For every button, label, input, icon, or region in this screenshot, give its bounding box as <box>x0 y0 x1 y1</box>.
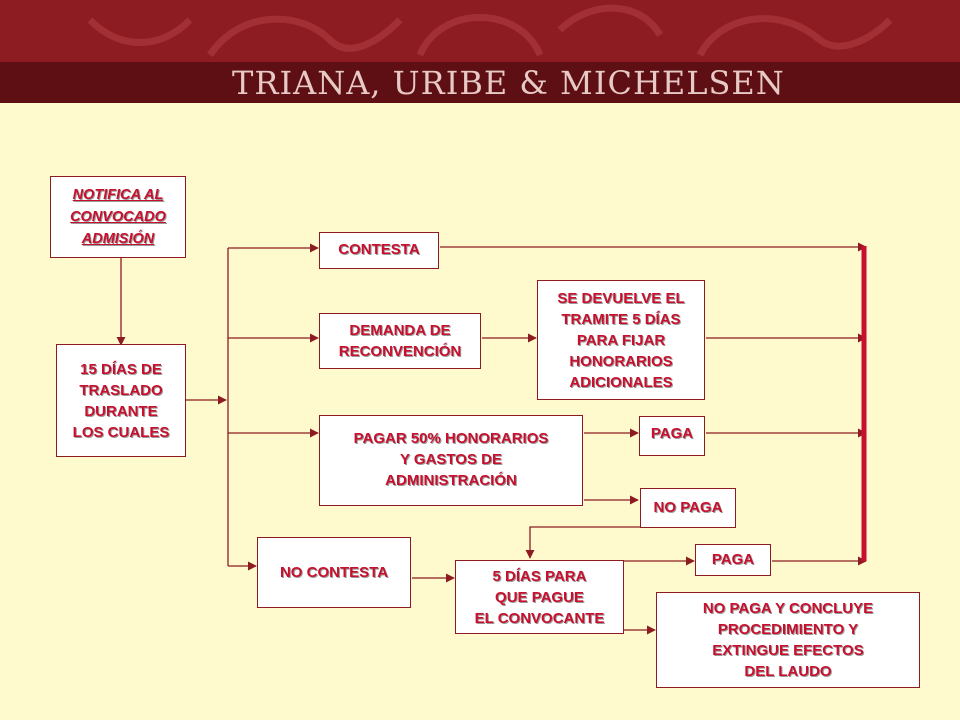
node-nocontesta-label: NO CONTESTA <box>279 564 389 581</box>
node-nocontesta: NO CONTESTA <box>257 537 411 608</box>
node-cinco-dias: 5 DÍAS PARA QUE PAGUE EL CONVOCANTE <box>455 560 624 634</box>
node-devuelve: SE DEVUELVE EL TRAMITE 5 DÍAS PARA FIJAR… <box>537 280 705 400</box>
node-pagar: PAGAR 50% HONORARIOS Y GASTOS DE ADMINIS… <box>319 415 583 506</box>
node-nopaga-label: NO PAGA <box>653 499 723 516</box>
node-demanda: DEMANDA DE RECONVENCIÓN <box>319 313 481 369</box>
node-paga-1-label: PAGA <box>650 425 694 442</box>
node-concluye-label: NO PAGA Y CONCLUYE PROCEDIMIENTO Y EXTIN… <box>702 600 874 680</box>
node-notifica: NOTIFICA AL CONVOCADO ADMISIÓN <box>50 176 186 258</box>
node-traslado-label: 15 DÍAS DE TRASLADO DURANTE LOS CUALES <box>72 360 170 441</box>
arrow-nopaga-cinco <box>525 526 640 559</box>
node-pagar-label: PAGAR 50% HONORARIOS Y GASTOS DE ADMINIS… <box>353 430 549 489</box>
node-paga-2: PAGA <box>695 544 771 576</box>
node-nopaga: NO PAGA <box>640 488 736 528</box>
node-concluye: NO PAGA Y CONCLUYE PROCEDIMIENTO Y EXTIN… <box>656 592 920 688</box>
node-contesta-label: CONTESTA <box>338 241 420 258</box>
node-traslado: 15 DÍAS DE TRASLADO DURANTE LOS CUALES <box>56 344 186 457</box>
header-ornament <box>87 4 893 58</box>
node-paga-2-label: PAGA <box>711 551 755 568</box>
node-cinco-dias-label: 5 DÍAS PARA QUE PAGUE EL CONVOCANTE <box>474 567 605 627</box>
node-paga-1: PAGA <box>639 416 705 456</box>
header-banner: TRIANA, URIBE & MICHELSEN <box>0 0 960 103</box>
node-demanda-label: DEMANDA DE RECONVENCIÓN <box>338 322 462 360</box>
node-devuelve-label: SE DEVUELVE EL TRAMITE 5 DÍAS PARA FIJAR… <box>557 289 685 391</box>
header-band <box>0 62 960 103</box>
node-contesta: CONTESTA <box>319 232 439 269</box>
firm-name: TRIANA, URIBE & MICHELSEN <box>232 64 785 102</box>
node-notifica-label: NOTIFICA AL CONVOCADO ADMISIÓN <box>70 187 166 247</box>
